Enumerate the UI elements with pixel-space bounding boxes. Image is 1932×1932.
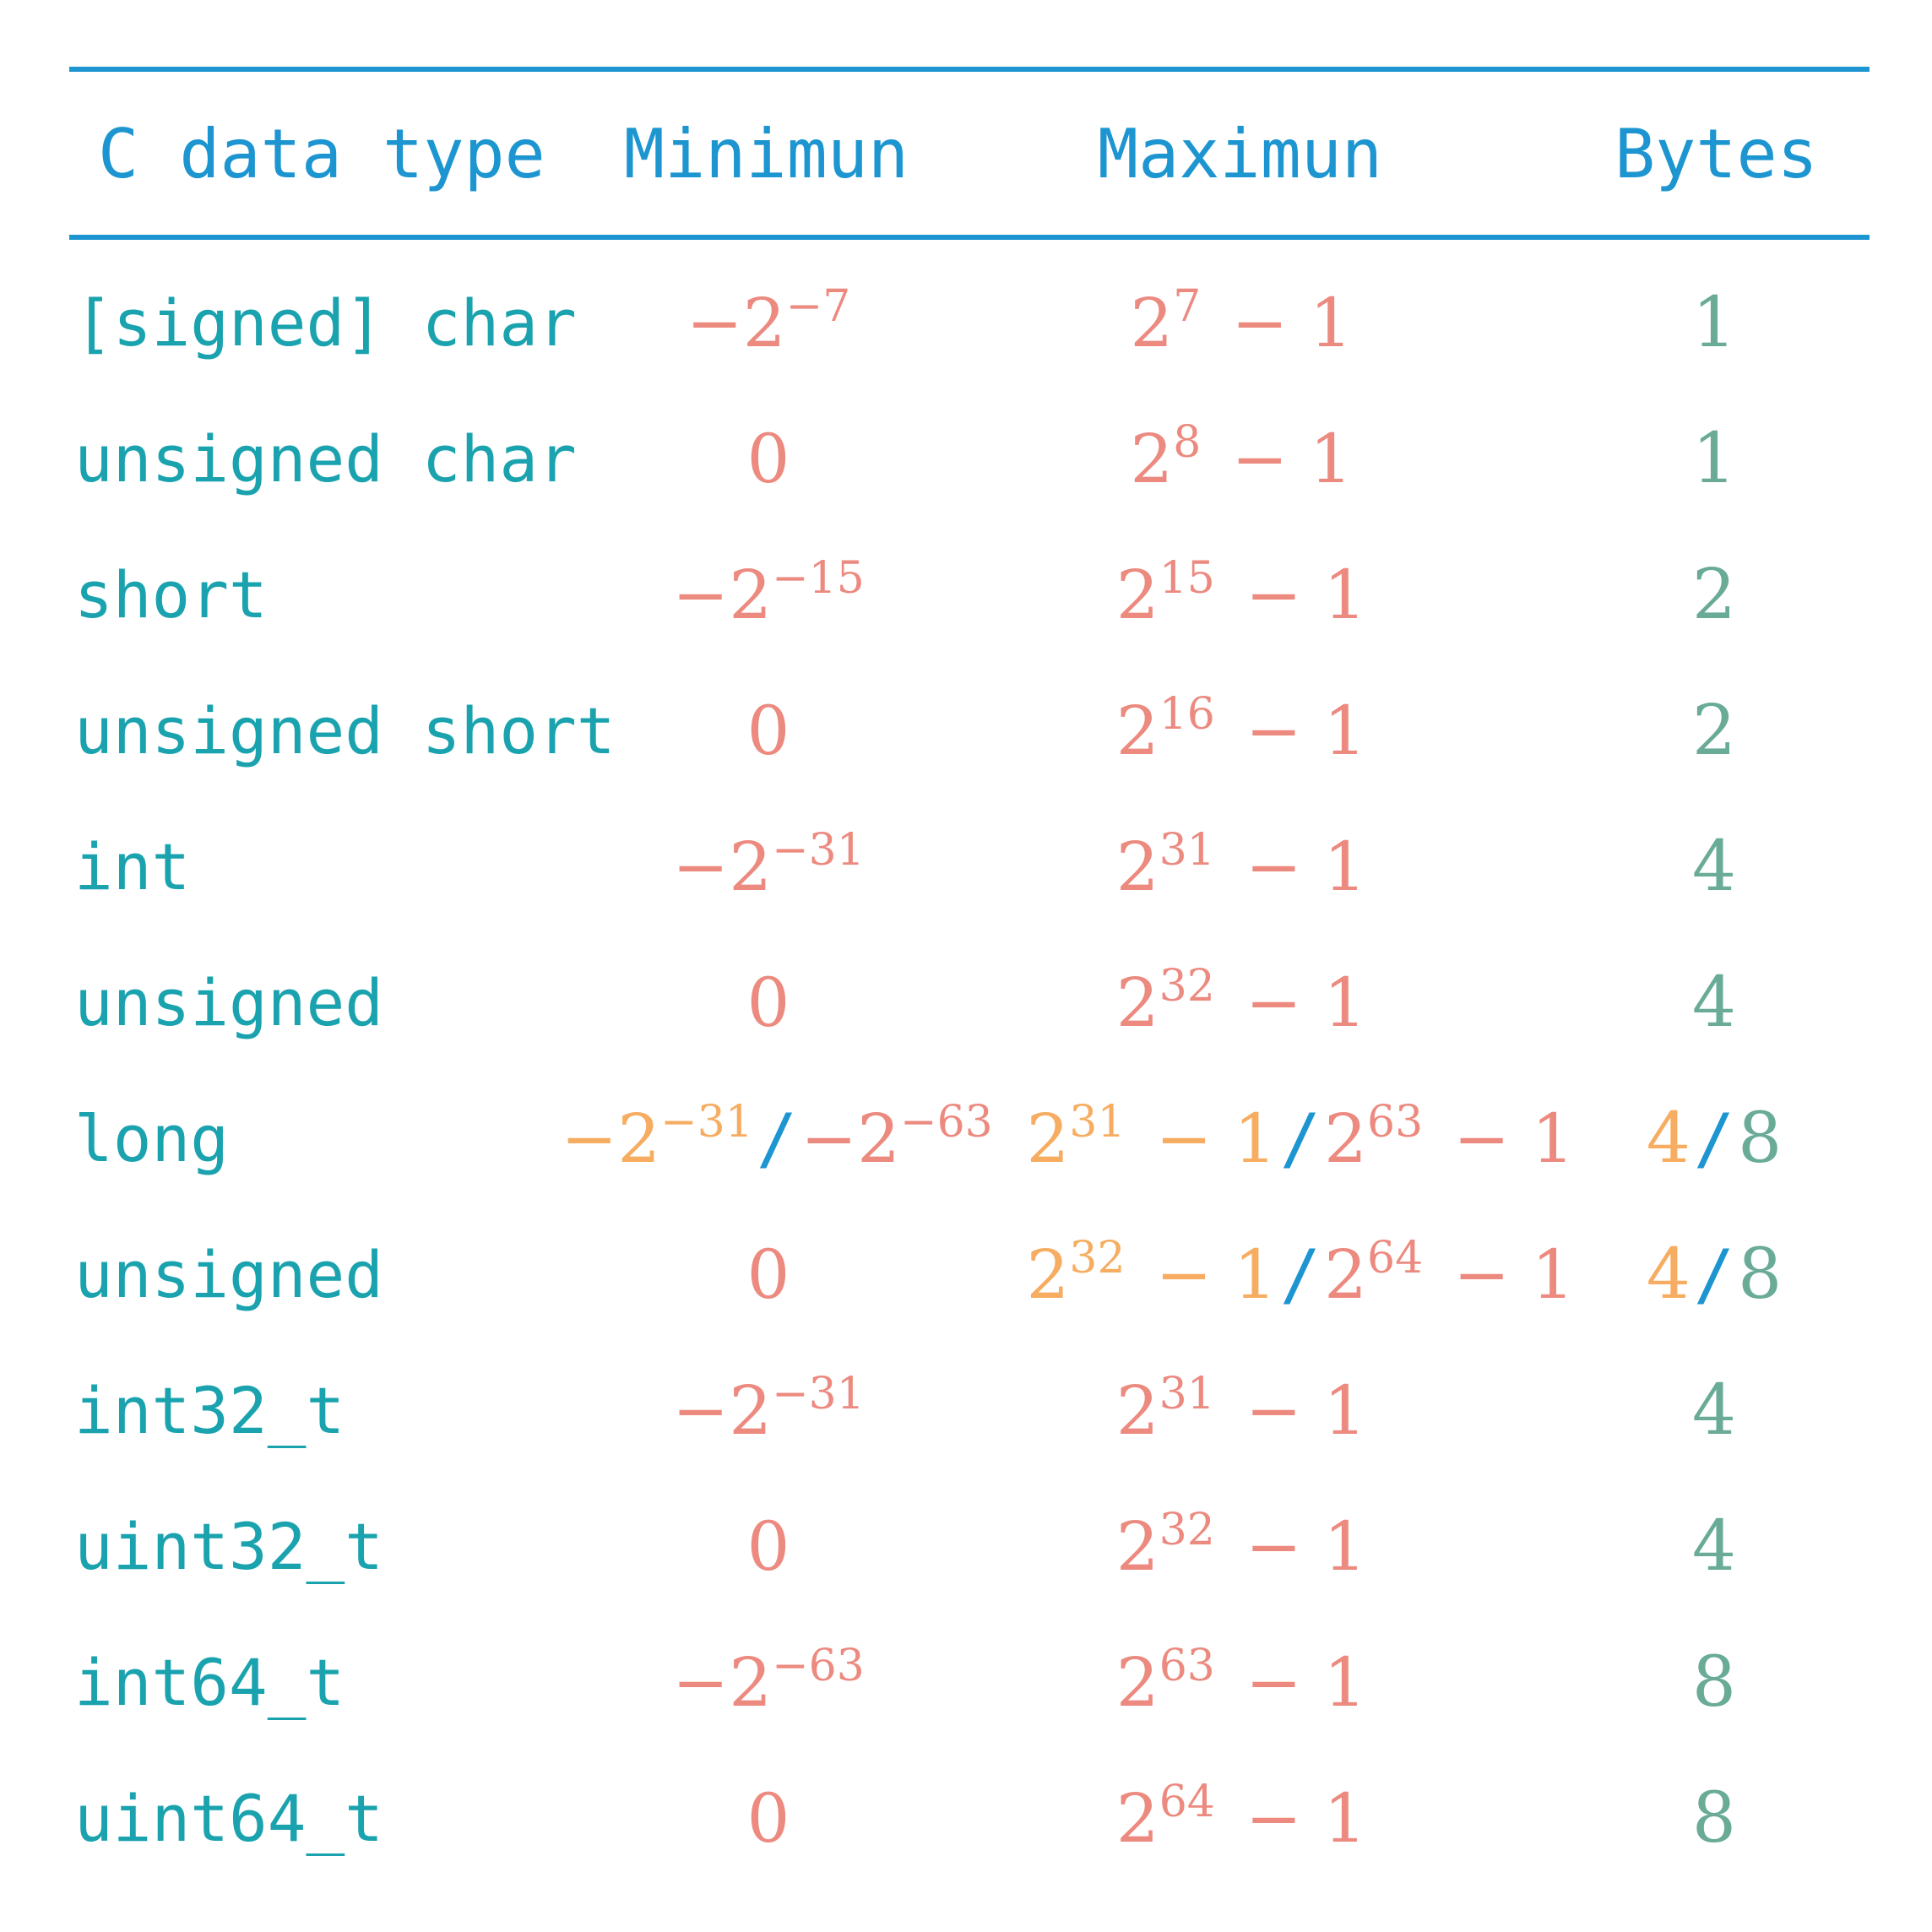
bytes-cell: 4: [1691, 1506, 1737, 1587]
table-row: int32_t −2−31 231− 1 4: [0, 1343, 1932, 1479]
min-cell: −2−63: [672, 1641, 865, 1722]
bytes-cell: 4: [1691, 827, 1737, 907]
type-cell: long: [74, 1101, 230, 1176]
min-cell: 0: [746, 692, 790, 770]
min-cell: 0: [746, 963, 790, 1042]
type-cell: unsigned short: [74, 693, 616, 768]
separator: /: [756, 1099, 798, 1178]
separator: /: [1693, 1099, 1735, 1178]
table-row: uint32_t 0 232− 1 4: [0, 1479, 1932, 1615]
min-cell: −2−7: [686, 281, 851, 362]
bytes-cell: 4: [1691, 963, 1737, 1043]
type-cell: int: [74, 829, 191, 904]
bytes-cell: 8: [1691, 1778, 1737, 1859]
max-cell: 232− 1: [1115, 1505, 1367, 1586]
header-type: C data type: [98, 115, 545, 193]
min-cell: −2−31: [672, 1369, 865, 1450]
max-cell: 232− 1/264− 1: [1026, 1233, 1575, 1314]
type-cell: int64_t: [74, 1645, 345, 1720]
table-row: uint64_t 0 264− 1 8: [0, 1750, 1932, 1887]
table-row: unsigned char 0 28− 1 1: [0, 391, 1932, 528]
min-cell: 0: [746, 1507, 790, 1586]
type-cell: [signed] char: [74, 285, 577, 361]
max-cell: 27− 1: [1130, 281, 1353, 362]
type-cell: unsigned: [74, 965, 384, 1040]
header-min: Minimun: [623, 115, 909, 193]
table-row: unsigned 0 232− 1 4: [0, 935, 1932, 1072]
min-cell: 0: [746, 1779, 790, 1858]
bytes-cell: 4/8: [1646, 1099, 1783, 1179]
max-cell: 215− 1: [1115, 553, 1367, 634]
max-cell: 232− 1: [1115, 961, 1367, 1042]
separator: /: [1693, 1235, 1735, 1314]
bytes-cell: 2: [1691, 555, 1737, 635]
min-cell: −2−31: [672, 825, 865, 906]
max-cell: 231− 1: [1115, 1369, 1367, 1450]
type-cell: unsigned: [74, 1237, 384, 1312]
max-cell: 231− 1/263− 1: [1026, 1097, 1575, 1178]
table-row: int64_t −2−63 263− 1 8: [0, 1615, 1932, 1751]
table-row: [signed] char −2−7 27− 1 1: [0, 255, 1932, 392]
header-max: Maximun: [1097, 115, 1383, 193]
header-rule: [69, 235, 1870, 240]
bytes-cell: 2: [1691, 691, 1737, 771]
max-cell: 28− 1: [1130, 417, 1353, 498]
table-row: long −2−31/−2−63 231− 1/263− 1 4/8: [0, 1071, 1932, 1208]
max-cell: 264− 1: [1115, 1777, 1367, 1858]
bytes-cell: 1: [1691, 419, 1737, 499]
min-cell: 0: [746, 420, 790, 498]
table-row: short −2−15 215− 1 2: [0, 527, 1932, 664]
max-cell: 263− 1: [1115, 1641, 1367, 1722]
min-cell: −2−31/−2−63: [561, 1097, 993, 1178]
bytes-cell: 8: [1691, 1642, 1737, 1723]
bytes-cell: 4: [1691, 1370, 1737, 1451]
type-cell: int32_t: [74, 1373, 345, 1448]
table-row: unsigned 0 232− 1/264− 1 4/8: [0, 1207, 1932, 1343]
min-cell: 0: [746, 1235, 790, 1314]
max-cell: 231− 1: [1115, 825, 1367, 906]
table-row: int −2−31 231− 1 4: [0, 799, 1932, 936]
table-row: unsigned short 0 216− 1 2: [0, 663, 1932, 800]
max-cell: 216− 1: [1115, 689, 1367, 770]
separator: /: [1279, 1235, 1321, 1314]
header-bytes: Bytes: [1615, 115, 1818, 193]
top-rule: [69, 67, 1870, 72]
type-cell: uint32_t: [74, 1509, 384, 1584]
bytes-cell: 1: [1691, 283, 1737, 363]
type-cell: unsigned char: [74, 421, 577, 497]
type-cell: short: [74, 557, 268, 632]
type-cell: uint64_t: [74, 1781, 384, 1856]
separator: /: [1279, 1099, 1321, 1178]
bytes-cell: 4/8: [1646, 1235, 1783, 1315]
min-cell: −2−15: [672, 553, 865, 634]
